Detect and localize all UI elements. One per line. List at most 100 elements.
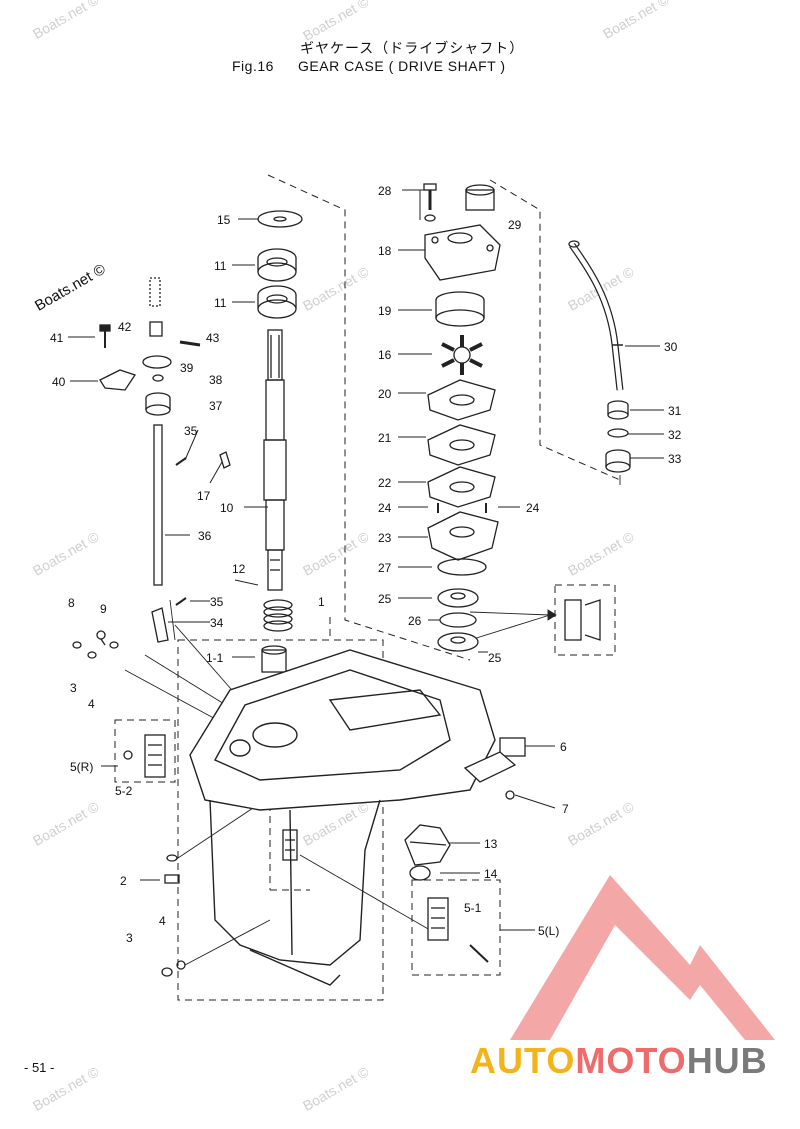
- part-43-pin: [179, 340, 201, 347]
- part-36-shift-rod: [153, 424, 163, 586]
- callout-label: 5-2: [115, 784, 133, 798]
- part-5-2-anode-right: [144, 734, 166, 778]
- callout-label: 22: [378, 476, 392, 490]
- callout-label: 30: [664, 340, 678, 354]
- part-25-seal: [437, 588, 479, 608]
- fig-title: GEAR CASE ( DRIVE SHAFT ): [298, 58, 506, 74]
- callout-label: 35: [210, 595, 224, 609]
- callout-label: 40: [52, 375, 66, 389]
- title-japanese: ギヤケース（ドライブシャフト）: [300, 41, 525, 57]
- callout-label: 16: [378, 348, 392, 362]
- part-35-pin: [175, 597, 187, 606]
- brand-logo-mark: [510, 875, 775, 1040]
- callout-label: 5-1: [464, 901, 482, 915]
- part-30-water-tube: [569, 242, 624, 391]
- part-20-gasket: [427, 379, 496, 421]
- part-5R-screw: [123, 750, 133, 760]
- part-31-grommet: [607, 400, 629, 420]
- part-3-screw: [161, 967, 173, 977]
- part-9-washer: [109, 641, 119, 649]
- part-1-1-bushing: [261, 645, 287, 673]
- callout-label: 43: [206, 331, 220, 345]
- part-34-cam: [151, 607, 169, 643]
- box-5L: [411, 879, 501, 976]
- callout-label: 15: [217, 213, 231, 227]
- part-17-key: [219, 451, 231, 469]
- callout-label: 5(R): [70, 760, 93, 774]
- part-38-ring: [152, 374, 164, 382]
- callout-label: 18: [378, 244, 392, 258]
- brand-part-auto: AUTO: [470, 1040, 576, 1081]
- callout-label: 12: [232, 562, 246, 576]
- callout-label: 25: [488, 651, 502, 665]
- callout-label: 36: [198, 529, 212, 543]
- callout-label: 1-1: [206, 651, 224, 665]
- part-12-spring: [263, 599, 293, 632]
- callout-label: 3: [126, 931, 133, 945]
- part-11-bearing: [257, 285, 297, 319]
- part-39-oring: [142, 355, 172, 369]
- part-40-plate: [99, 369, 137, 391]
- callout-label: 11: [214, 296, 227, 310]
- part-5-1-anode-left: [427, 897, 449, 941]
- box-5R: [114, 719, 176, 783]
- callout-label: 35: [184, 424, 198, 438]
- callout-label: 8: [68, 596, 75, 610]
- callout-label: 33: [668, 452, 682, 466]
- part-6-trim-tab: [463, 737, 526, 783]
- part-22-gasket: [427, 466, 496, 508]
- part-35-pin: [175, 457, 187, 466]
- callout-label: 26: [408, 614, 422, 628]
- callout-label: 11: [214, 259, 227, 273]
- part-33-grommet: [605, 449, 631, 473]
- dash-line-right-pump: [489, 179, 621, 481]
- callout-label: 4: [88, 697, 95, 711]
- callout-label: 24: [526, 501, 540, 515]
- callout-label: 21: [378, 431, 392, 445]
- part-32-seal: [607, 428, 629, 438]
- callout-label: 42: [118, 320, 132, 334]
- callout-label: 2: [120, 874, 127, 888]
- brand-logo: AUTOMOTOHUB: [470, 1040, 768, 1082]
- part-4-washer: [176, 960, 186, 970]
- part-26-washer: [439, 612, 477, 628]
- callout-label: 19: [378, 304, 392, 318]
- part-3-screw: [72, 641, 82, 649]
- callout-label: 7: [562, 802, 569, 816]
- part-4-washer: [87, 651, 97, 659]
- part-19-insert: [435, 291, 485, 327]
- callout-label: 39: [180, 361, 194, 375]
- callout-label: 28: [378, 184, 392, 198]
- box-25-inset: [554, 584, 616, 656]
- part-2-bolt: [164, 854, 180, 884]
- page-number: - 51 -: [24, 1060, 55, 1075]
- callout-label: 34: [210, 616, 224, 630]
- part-18-pump-housing: [424, 224, 501, 281]
- callout-label: 38: [209, 373, 223, 387]
- callout-label: 10: [220, 501, 234, 515]
- callout-label: 29: [508, 218, 522, 232]
- part-25-seal: [437, 632, 479, 652]
- brand-part-hub: HUB: [686, 1040, 768, 1081]
- callout-labels: 15 11 11 41 42 43 39 38 40 37 35 17 10 3…: [50, 184, 682, 945]
- part-1-gear-case-housing: [189, 649, 496, 986]
- part-41-bolt: [99, 324, 111, 348]
- part-13-pinion-gear: [404, 824, 451, 866]
- part-5L-screw: [469, 944, 489, 963]
- callout-label: 37: [209, 399, 223, 413]
- part-29-grommet: [465, 184, 495, 211]
- callout-label: 27: [378, 561, 392, 575]
- part-11-bearing: [257, 248, 297, 282]
- part-10-drive-shaft: [263, 329, 287, 591]
- callout-label: 31: [668, 404, 682, 418]
- callout-label: 20: [378, 387, 392, 401]
- part-21-plate: [427, 424, 496, 466]
- fig-label: Fig.16: [232, 58, 274, 74]
- callout-label: 32: [668, 428, 682, 442]
- brand-part-moto: MOTO: [575, 1040, 687, 1081]
- callout-label: 24: [378, 501, 392, 515]
- callout-label: 5(L): [538, 924, 559, 938]
- dash-line-left-shaft: [267, 174, 471, 661]
- callout-label: 3: [70, 681, 77, 695]
